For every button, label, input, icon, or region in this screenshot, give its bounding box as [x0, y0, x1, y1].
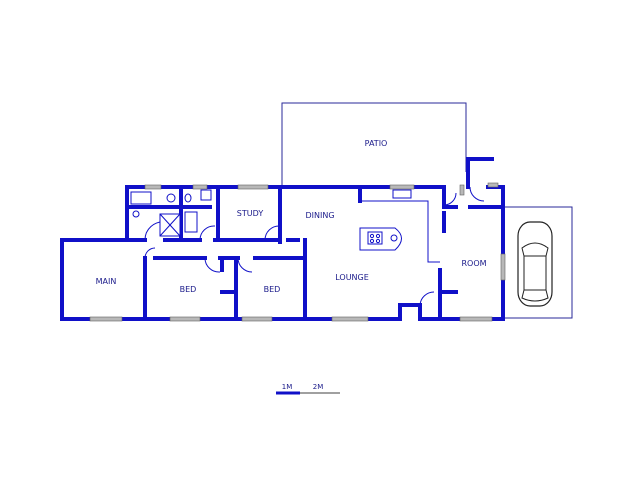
- basin-icon: [132, 210, 140, 218]
- kitchen-sink-icon: [392, 189, 412, 199]
- room-label-lounge: LOUNGE: [335, 273, 369, 282]
- room-label-main: MAIN: [96, 277, 117, 286]
- toilet2-icon: [184, 193, 192, 203]
- windows: [89, 182, 506, 322]
- room-label-study: STUDY: [237, 209, 264, 218]
- car-icon: [517, 221, 553, 307]
- interior-walls: [125, 157, 505, 321]
- bathroom-fixtures: [130, 189, 212, 237]
- carport-outline: [505, 206, 573, 319]
- room-label-patio: PATIO: [365, 139, 388, 148]
- patio-outline: [281, 102, 467, 187]
- door-swings: [144, 186, 485, 306]
- room-label-bed-1: BED: [180, 285, 197, 294]
- basin2-icon: [200, 189, 212, 201]
- room-labels: PATIO DINING STUDY LOUNGE ROOM MAIN BED …: [96, 139, 487, 294]
- kitchen-island: [359, 189, 412, 251]
- room-label-room: ROOM: [461, 259, 486, 268]
- scale-label-2m: 2M: [313, 383, 324, 391]
- bath2-icon: [184, 211, 198, 233]
- room-label-bed-2: BED: [264, 285, 281, 294]
- scale-bar: 1M 2M: [276, 383, 340, 395]
- sink-icon: [390, 234, 398, 242]
- bath-icon: [130, 191, 152, 205]
- scale-label-1m: 1M: [282, 383, 293, 391]
- room-label-dining: DINING: [305, 211, 334, 220]
- toilet-icon: [166, 193, 176, 203]
- stove-icon: [367, 231, 383, 245]
